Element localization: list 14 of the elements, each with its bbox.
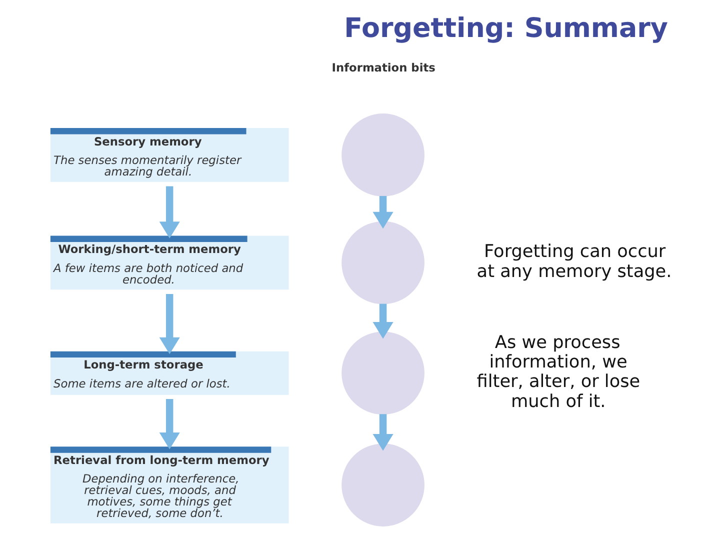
diagram-title: Forgetting: Summary bbox=[344, 13, 668, 44]
arrow bbox=[372, 196, 393, 229]
label: Forgetting can occur at any memory stage. bbox=[476, 242, 672, 282]
arrow bbox=[158, 186, 180, 238]
node-circle bbox=[341, 114, 424, 196]
node-circle bbox=[341, 221, 424, 304]
arrow bbox=[158, 294, 180, 354]
label: As we process information, we filter, alter, or lose much of it. bbox=[476, 332, 640, 412]
arrow bbox=[158, 399, 180, 450]
node-circle bbox=[341, 332, 424, 415]
label: Information bits bbox=[331, 60, 435, 74]
arrow bbox=[372, 304, 393, 339]
node-circle bbox=[341, 444, 424, 526]
arrow bbox=[372, 414, 393, 451]
